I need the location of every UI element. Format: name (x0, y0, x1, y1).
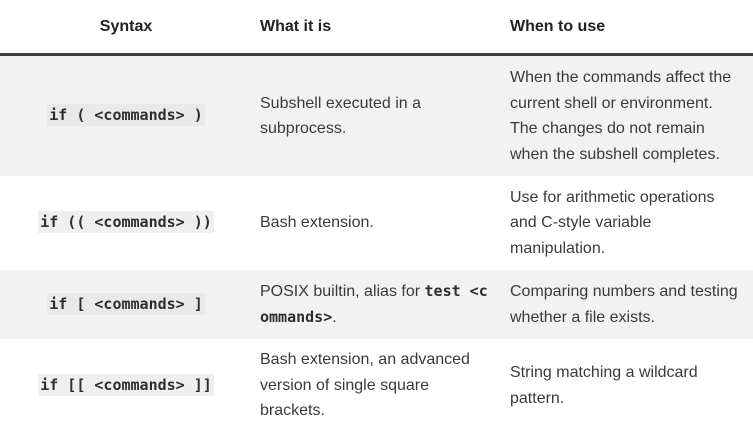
table-header-row: Syntax What it is When to use (0, 0, 753, 56)
what-text-suffix: . (332, 308, 337, 326)
table-row: if (( <commands> )) Bash extension. Use … (0, 176, 753, 270)
syntax-code: if [ <commands> ] (47, 292, 205, 315)
when-cell: Use for arithmetic operations and C-styl… (510, 188, 715, 257)
syntax-cell: if [[ <commands> ]] (0, 339, 252, 432)
syntax-code: if (( <commands> )) (38, 211, 214, 234)
when-cell: Comparing numbers and testing whether a … (502, 270, 753, 339)
syntax-code: if [[ <commands> ]] (38, 373, 214, 396)
table-row: if ( <commands> ) Subshell executed in a… (0, 54, 753, 176)
table-row: if [ <commands> ] POSIX builtin, alias f… (0, 270, 753, 339)
when-cell: String matching a wildcard pattern. (510, 364, 698, 407)
syntax-cell: if [ <commands> ] (0, 270, 252, 339)
syntax-code: if ( <commands> ) (47, 104, 205, 127)
header-what-it-is: What it is (252, 0, 502, 56)
what-cell: Bash extension. (260, 214, 374, 232)
inline-code: test <commands> (260, 282, 488, 326)
what-text-prefix: POSIX builtin, alias for (260, 283, 425, 300)
table-row: if [[ <commands> ]] Bash extension, an a… (0, 339, 753, 432)
when-cell: When the commands affect the current she… (502, 54, 753, 176)
what-cell: Bash extension, an advanced version of s… (260, 351, 470, 420)
header-syntax: Syntax (0, 0, 252, 56)
syntax-cell: if ( <commands> ) (0, 54, 252, 176)
what-cell: POSIX builtin, alias for test <commands>… (252, 270, 502, 339)
what-cell: Subshell executed in a subprocess. (252, 54, 502, 176)
header-when-to-use: When to use (502, 0, 753, 56)
syntax-cell: if (( <commands> )) (0, 176, 252, 270)
